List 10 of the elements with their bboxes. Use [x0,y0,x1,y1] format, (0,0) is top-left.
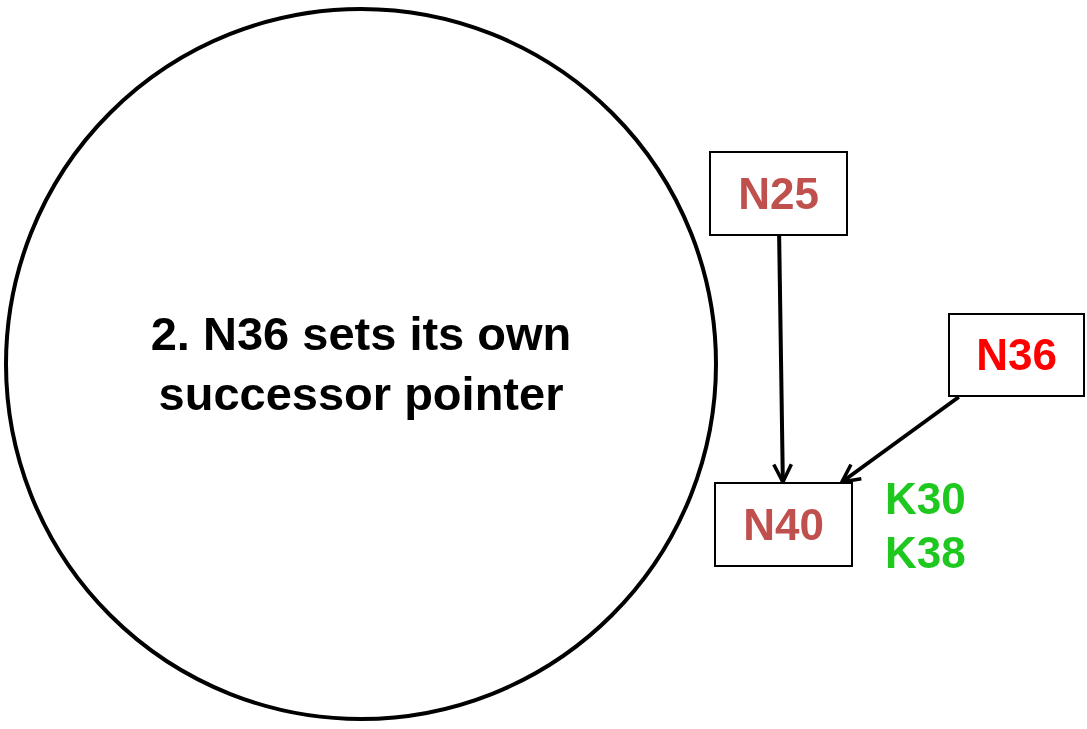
arrow [840,395,960,484]
node-box [948,313,1085,397]
key-label: K38 [885,527,966,579]
node-box [709,151,848,236]
node-label: N25 [738,167,819,220]
circle-caption: 2. N36 sets its own successor pointer [149,306,573,422]
key-label: K30 [885,473,966,525]
node-label: N40 [743,498,824,551]
node-label: N36 [976,329,1057,381]
arrow [772,235,794,484]
